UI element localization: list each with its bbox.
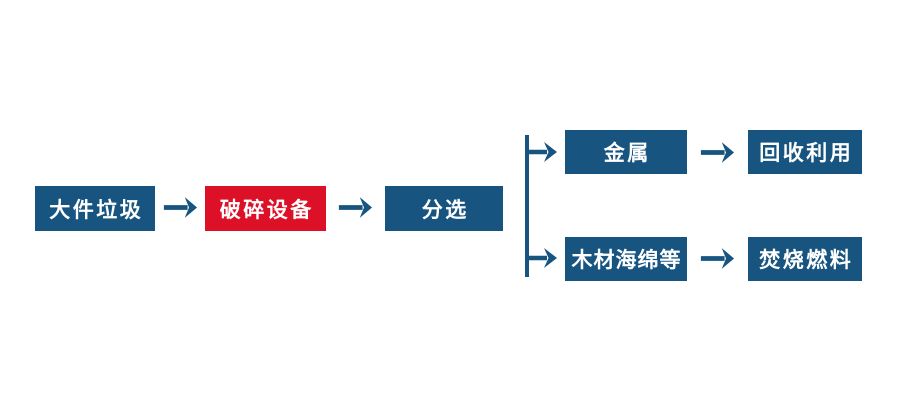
node-recycling: 回收利用 [748, 130, 862, 174]
right-arrow-icon [163, 197, 198, 218]
node-wood-sponge-label: 木材海绵等 [571, 249, 682, 272]
node-metal: 金属 [565, 130, 687, 174]
right-arrow-icon [700, 248, 735, 269]
right-arrow-icon [338, 197, 373, 218]
branch-connector-icon [525, 135, 557, 277]
node-bulky-waste: 大件垃圾 [35, 186, 155, 231]
node-wood-sponge: 木材海绵等 [565, 237, 687, 281]
node-incineration-fuel: 焚烧燃料 [748, 237, 862, 281]
node-recycling-label: 回收利用 [759, 142, 854, 165]
node-metal-label: 金属 [603, 142, 651, 165]
node-incineration-fuel-label: 焚烧燃料 [759, 249, 854, 272]
node-sorting: 分选 [385, 186, 503, 231]
right-arrow-icon [700, 142, 735, 163]
node-sorting-label: 分选 [421, 198, 469, 222]
node-crushing-equipment: 破碎设备 [205, 186, 326, 231]
node-crushing-equipment-label: 破碎设备 [219, 198, 314, 222]
node-bulky-waste-label: 大件垃圾 [49, 198, 144, 222]
